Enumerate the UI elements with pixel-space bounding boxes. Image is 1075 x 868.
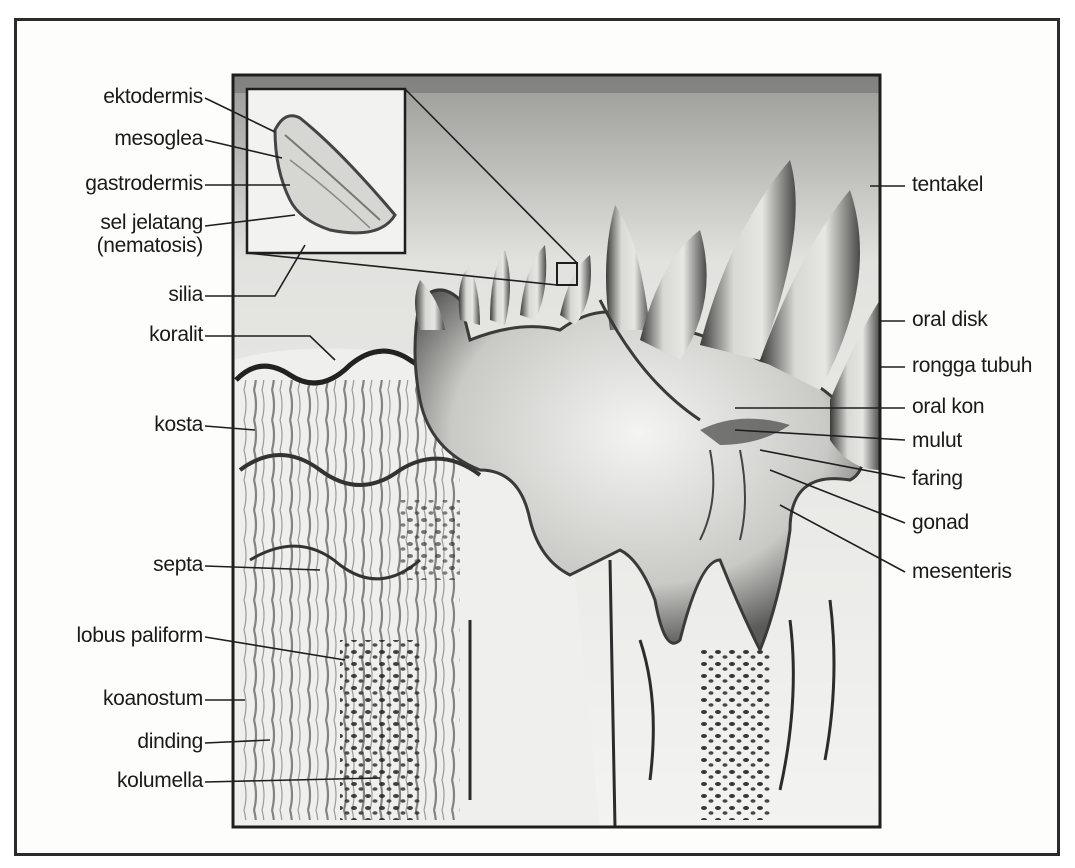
label-gonad: gonad [912, 512, 969, 534]
label-kosta: kosta [154, 414, 203, 436]
label-mesenteris: mesenteris [912, 561, 1012, 583]
label-mulut: mulut [912, 430, 962, 452]
label-rongga-tubuh: rongga tubuh [912, 355, 1032, 377]
label-dinding: dinding [137, 731, 203, 753]
label-oral-disk: oral disk [912, 309, 988, 331]
label-ektodermis: ektodermis [103, 86, 203, 108]
label-kolumella: kolumella [117, 770, 203, 792]
label-tentakel: tentakel [912, 174, 983, 196]
label-mesoglea: mesoglea [114, 128, 203, 150]
label-koanostum: koanostum [103, 688, 203, 710]
label-sel-jelatang: sel jelatang [100, 212, 203, 234]
label-oral-kon: oral kon [912, 396, 984, 418]
label-silia: silia [168, 284, 203, 306]
label-faring: faring [912, 468, 963, 490]
label-gastrodermis: gastrodermis [85, 173, 203, 195]
label-septa: septa [153, 554, 203, 576]
label-lobus-paliform: lobus paliform [76, 625, 203, 647]
label-nematosis: (nematosis) [97, 235, 203, 257]
label-koralit: koralit [149, 324, 203, 346]
